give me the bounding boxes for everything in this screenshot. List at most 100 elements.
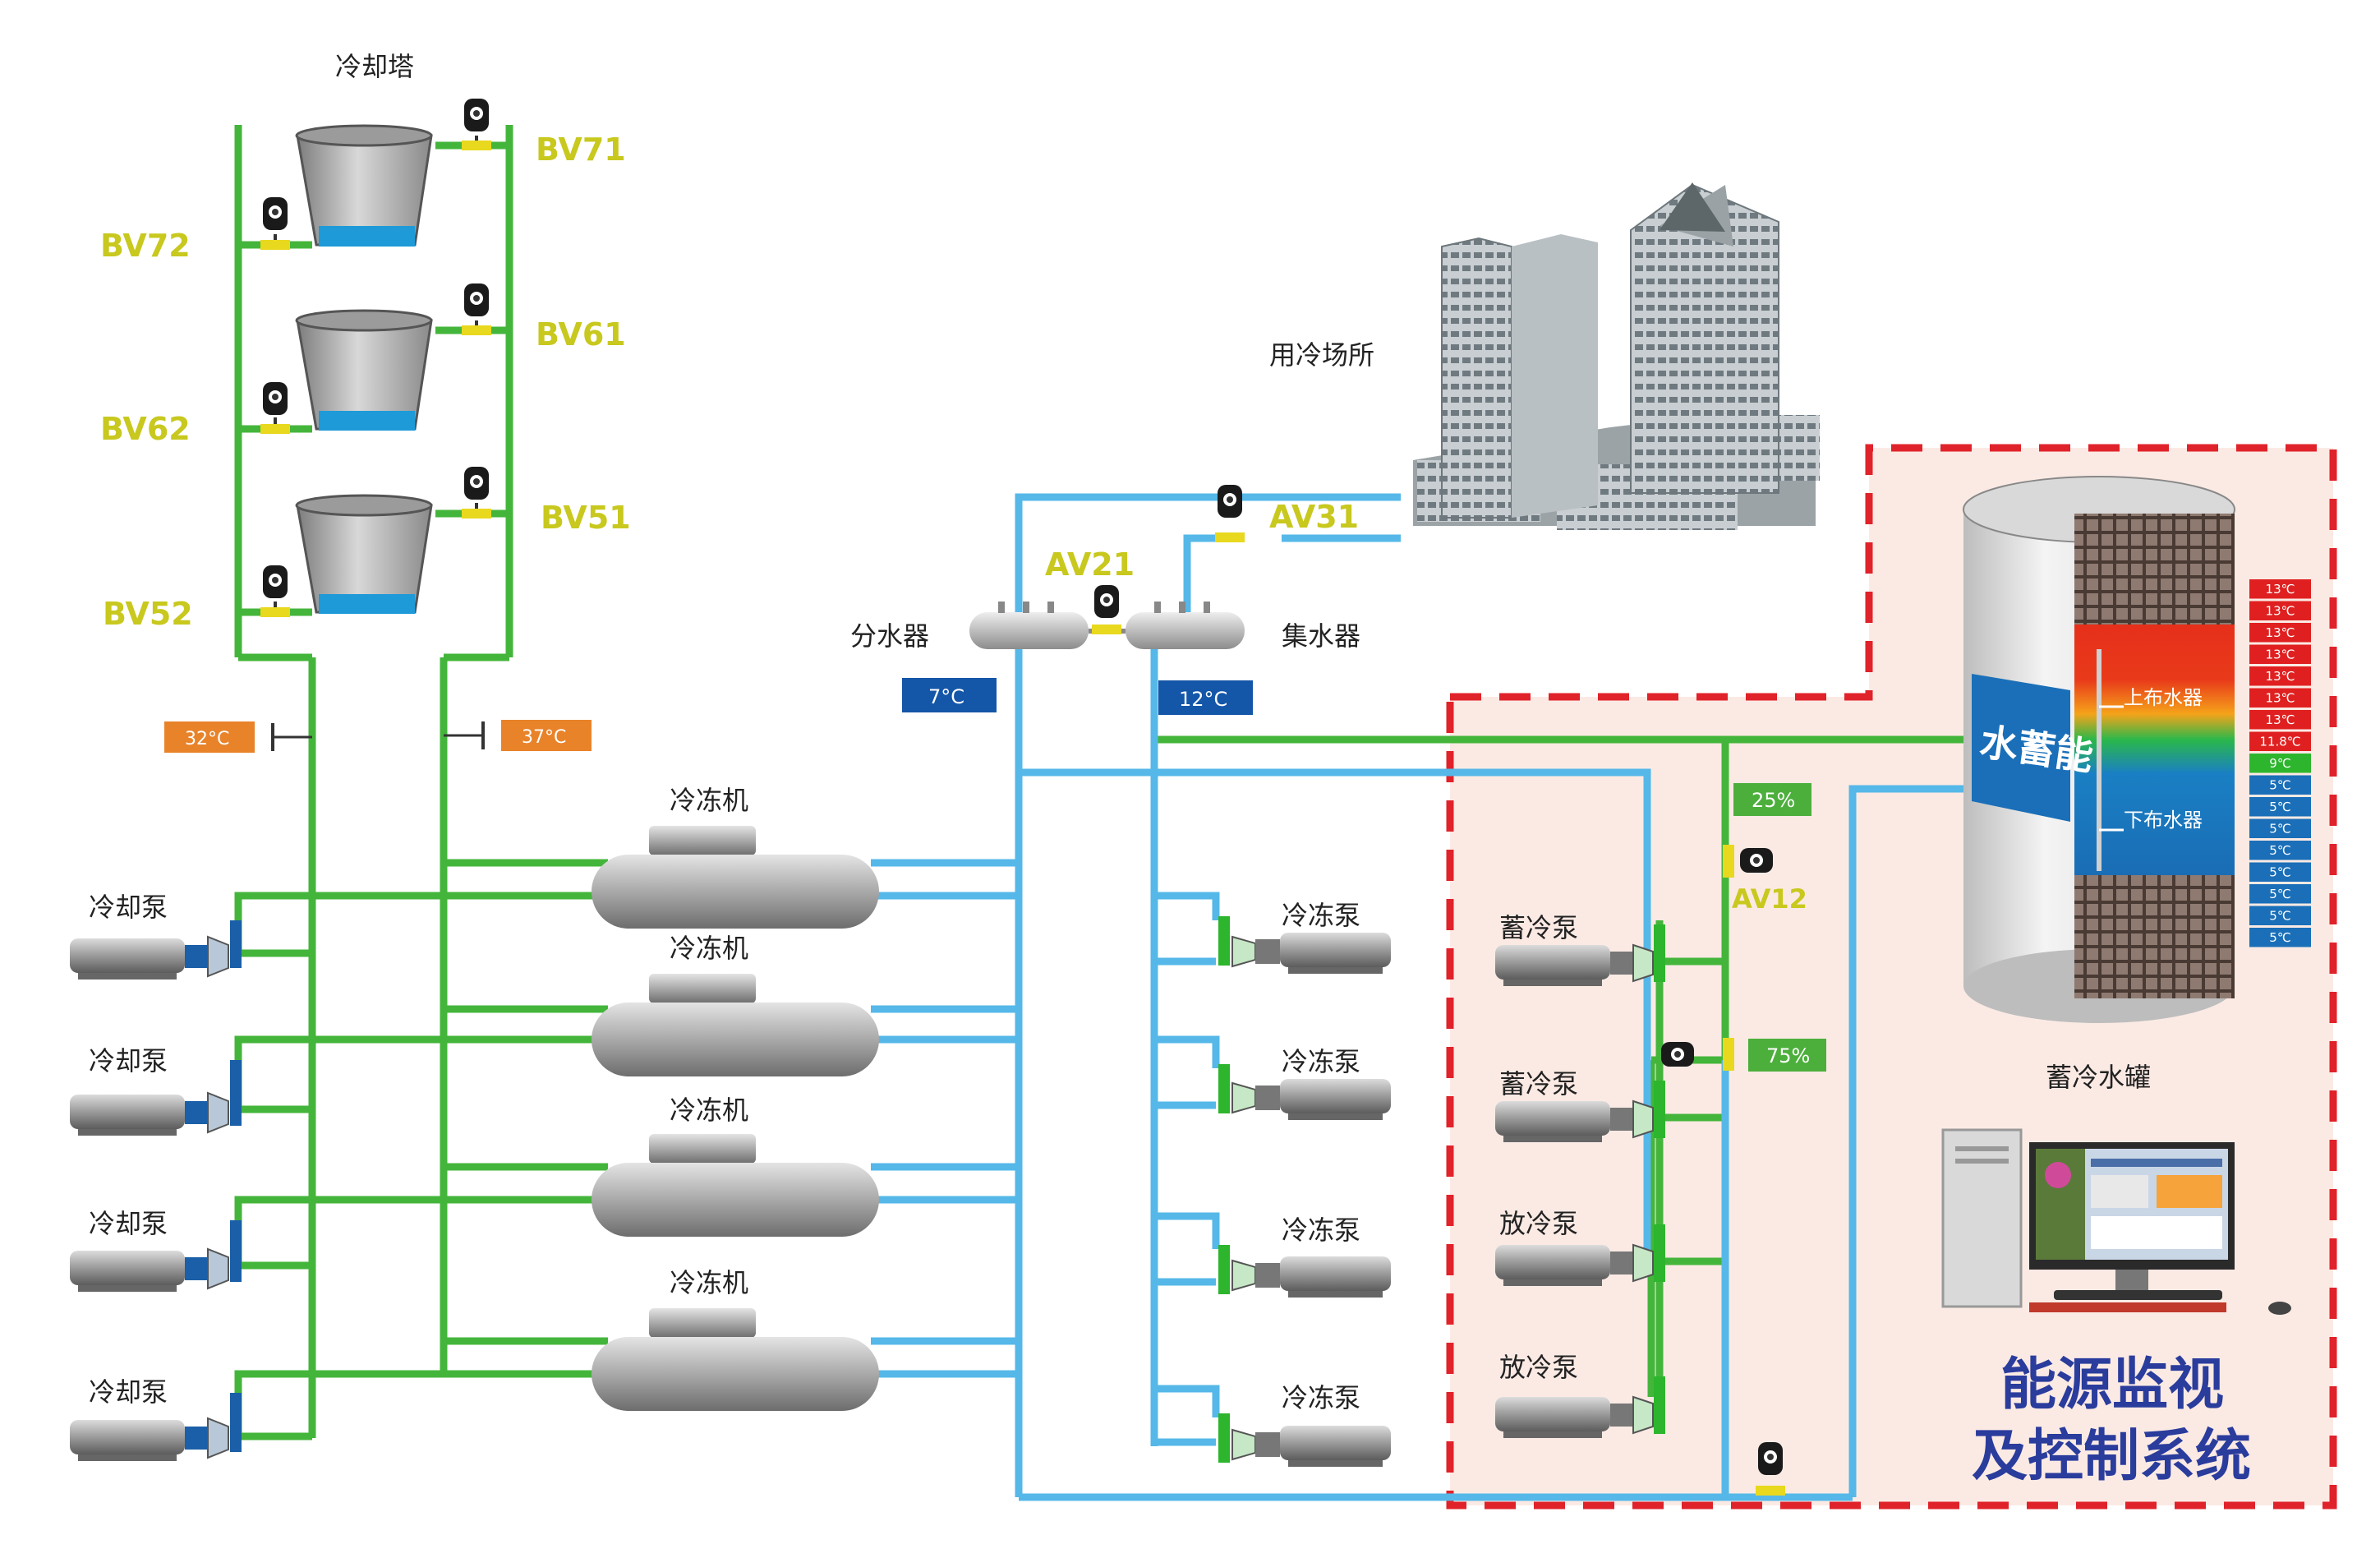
temp-scale-value: 11.8℃: [2259, 735, 2300, 749]
temp-scale-value: 5℃: [2269, 822, 2290, 837]
valve-av31[interactable]: [1215, 485, 1245, 542]
temp-tag-chilled-supply: [902, 678, 997, 712]
temp-scale-value: 9℃: [2269, 756, 2290, 771]
temp-scale-cell: [2249, 928, 2311, 947]
valve-label-bv61: BV61: [536, 316, 626, 353]
valve-label-av21: AV21: [1045, 546, 1135, 583]
valve-bv71[interactable]: [462, 99, 491, 150]
chiller-label-2: 冷冻机: [670, 933, 748, 964]
temp-scale-value: 13℃: [2266, 648, 2295, 662]
supply-header: [969, 602, 1089, 649]
valve-av12[interactable]: [1723, 845, 1773, 878]
storage-pump-label-1: 蓄冷泵: [1499, 912, 1578, 943]
temp-scale-value: 5℃: [2269, 865, 2290, 880]
temp-scale-value: 13℃: [2266, 604, 2295, 619]
chilled-pump-label-2: 冷冻泵: [1282, 1046, 1360, 1077]
percent-tag-lower: 75%: [1748, 1039, 1826, 1072]
cooling-pump-2: [70, 1060, 242, 1136]
temp-cooling-return: 37°C: [522, 727, 566, 748]
storage-area-border: [1446, 444, 2337, 1510]
valve-label-bv71: BV71: [536, 131, 626, 168]
valve-label-av31: AV31: [1269, 499, 1359, 535]
cooling-pump-label-2: 冷却泵: [89, 1045, 168, 1076]
valve-label-av12: AV12: [1732, 883, 1807, 915]
chiller-3: [592, 1134, 879, 1237]
temp-scale-value: 5℃: [2269, 843, 2290, 858]
tank-temperature-scale: 13℃13℃13℃13℃13℃13℃13℃11.8℃9℃5℃5℃5℃5℃5℃5℃…: [2249, 579, 2311, 947]
valve-av21[interactable]: [1092, 585, 1121, 634]
percent-tag-upper: 25%: [1733, 783, 1811, 816]
load-buildings-image: [1413, 182, 1820, 530]
valve-bv62[interactable]: [260, 382, 290, 434]
chilled-pump-1: [1218, 916, 1391, 974]
load-site-label: 用冷场所: [1269, 339, 1374, 371]
temp-scale-cell: [2249, 797, 2311, 817]
valve-opening-lower: 75%: [1766, 1044, 1810, 1067]
valve-bv51[interactable]: [462, 467, 491, 519]
temp-scale-cell: [2249, 601, 2311, 620]
temp-scale-cell: [2249, 579, 2311, 599]
return-header: [1126, 602, 1245, 649]
temp-scale-cell: [2249, 841, 2311, 860]
temp-sensor-cooling-supply: 32°C: [164, 721, 312, 753]
valve-label-bv51: BV51: [541, 500, 631, 536]
upper-diffuser-label: 上布水器: [2124, 686, 2203, 709]
temp-scale-value: 13℃: [2266, 691, 2295, 706]
temp-scale-value: 13℃: [2266, 582, 2295, 597]
temp-scale-cell: [2249, 906, 2311, 925]
system-title-line2: 及控制系统: [1972, 1424, 2251, 1489]
cooling-pump-1: [70, 920, 242, 980]
lower-diffuser-label: 下布水器: [2124, 809, 2203, 832]
temp-cooling-supply: 32°C: [185, 729, 229, 749]
storage-pump-label-2: 蓄冷泵: [1499, 1068, 1578, 1099]
temp-scale-value: 5℃: [2269, 778, 2290, 793]
valve-opening-upper: 25%: [1752, 789, 1795, 812]
chiller-4: [592, 1308, 879, 1411]
temp-chilled-return: 12°C: [1179, 688, 1227, 711]
chiller-2: [592, 974, 879, 1076]
valve-lower[interactable]: [1661, 1038, 1734, 1071]
discharge-pump-label-2: 放冷泵: [1499, 1352, 1578, 1383]
storage-pump-1: [1495, 924, 1665, 986]
chilled-pump-4: [1218, 1413, 1391, 1467]
temp-scale-cell: [2249, 688, 2311, 708]
cooling-tower-3: [295, 494, 433, 614]
chilled-water-piping: [871, 493, 1963, 1501]
temp-scale-value: 5℃: [2269, 930, 2290, 945]
temp-scale-value: 5℃: [2269, 800, 2290, 814]
discharge-pump-label-1: 放冷泵: [1499, 1208, 1578, 1239]
temp-scale-value: 13℃: [2266, 669, 2295, 684]
cooling-pump-label-3: 冷却泵: [89, 1208, 168, 1239]
cooling-tower-1: [295, 124, 433, 247]
chilled-pump-label-1: 冷冻泵: [1282, 900, 1360, 931]
valve-bv52[interactable]: [260, 565, 290, 617]
chilled-pump-3: [1218, 1245, 1391, 1298]
chiller-label-3: 冷冻机: [670, 1095, 748, 1126]
cooling-tower-2: [295, 309, 433, 431]
valve-label-bv72: BV72: [100, 228, 191, 264]
supply-header-label: 分水器: [850, 620, 929, 652]
cooling-pump-4: [70, 1393, 242, 1461]
valve-bv72[interactable]: [260, 197, 290, 250]
temp-sensor-cooling-return: 37°C: [444, 720, 592, 751]
temp-scale-cell: [2249, 731, 2311, 751]
temp-scale-cell: [2249, 862, 2311, 882]
cooling-pump-3: [70, 1220, 242, 1292]
temp-scale-cell: [2249, 666, 2311, 686]
temp-scale-value: 5℃: [2269, 887, 2290, 901]
temp-scale-cell: [2249, 884, 2311, 904]
storage-pump-2: [1495, 1081, 1665, 1142]
temp-scale-value: 5℃: [2269, 909, 2290, 924]
valve-bv61[interactable]: [462, 283, 491, 335]
return-header-label: 集水器: [1282, 620, 1360, 652]
cooling-pump-label-4: 冷却泵: [89, 1376, 168, 1408]
chiller-1: [592, 826, 879, 929]
temp-scale-value: 13℃: [2266, 712, 2295, 727]
cooling-tower-label: 冷却塔: [335, 51, 414, 82]
temp-scale-cell: [2249, 818, 2311, 838]
temp-chilled-supply: 7°C: [928, 685, 964, 708]
valve-bottom[interactable]: [1756, 1442, 1785, 1496]
monitoring-computer: [1941, 1128, 2291, 1315]
chilled-pump-2: [1218, 1064, 1391, 1120]
chiller-label-4: 冷冻机: [670, 1267, 748, 1298]
